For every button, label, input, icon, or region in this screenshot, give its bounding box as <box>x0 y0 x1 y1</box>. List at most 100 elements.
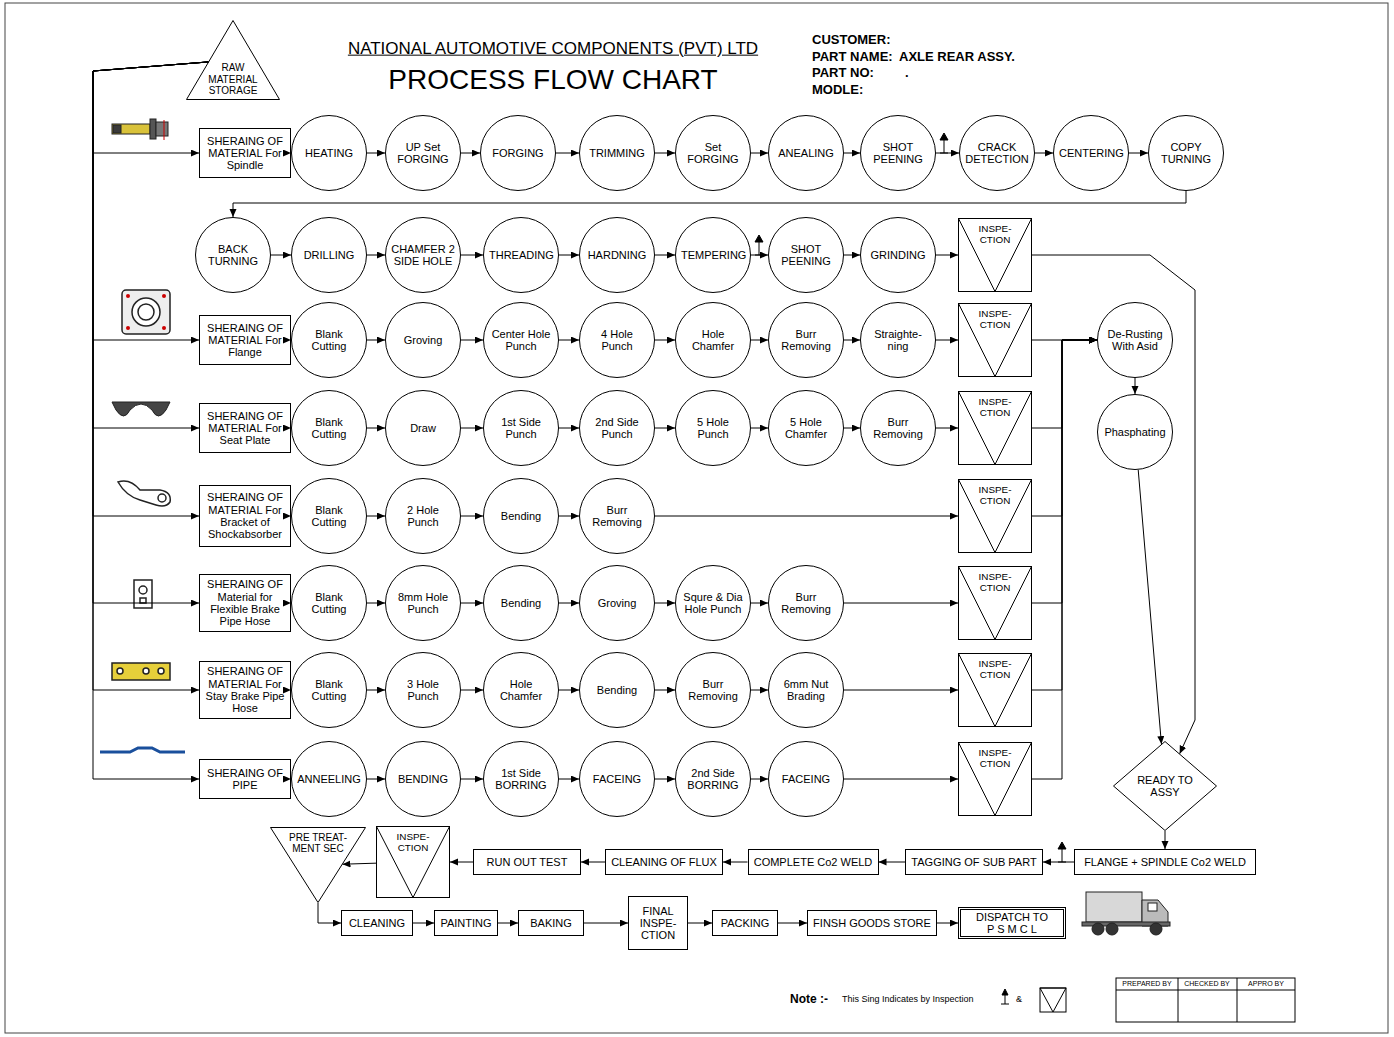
node-text: Blank Cutting <box>297 504 361 529</box>
node-text: FLANGE + SPINDLE Co2 WELD <box>1084 856 1246 868</box>
node-text: 3 Hole Punch <box>391 678 455 703</box>
operation-circle: FACEING <box>768 741 844 817</box>
outline-shape <box>959 219 1032 292</box>
node-text: 1st Side BORRING <box>489 767 553 792</box>
storage-triangle: RAW MATERIAL STORAGE <box>186 20 280 100</box>
outline-shape <box>474 850 581 875</box>
operation-circle: Burr Removing <box>579 478 655 554</box>
operation-circle: Hole Chamfer <box>483 652 559 728</box>
note-symbols <box>1001 988 1066 1012</box>
text-wrap: BAKING <box>530 917 572 929</box>
node-text: De-Rusting With Asid <box>1103 328 1167 353</box>
node-text: SHERAING OF PIPE <box>205 767 285 792</box>
outline-shape <box>1098 303 1173 378</box>
text-wrap: READY TO ASSY <box>1137 774 1193 799</box>
flow-arrow <box>1032 340 1097 779</box>
node-text: 6mm Nut Brading <box>774 678 838 703</box>
decision-diamond: READY TO ASSY <box>1113 741 1217 831</box>
operation-circle: 1st Side BORRING <box>483 741 559 817</box>
outline-shape <box>861 303 936 378</box>
header-label: This Sing Indicates by Inspection <box>842 995 974 1005</box>
flow-arrow <box>936 340 958 341</box>
text-wrap: Bending <box>501 597 541 609</box>
text-wrap: INSPE- CTION <box>963 484 1027 506</box>
flow-arrow <box>559 516 579 517</box>
outline-shape <box>200 662 291 719</box>
node-text: 8mm Hole Punch <box>391 591 455 616</box>
text-wrap: PACKING <box>721 917 770 929</box>
outline-shape <box>292 218 367 293</box>
outline-shape <box>1149 116 1224 191</box>
outline-shape <box>386 116 461 191</box>
flow-arrow <box>937 923 958 924</box>
outline-shape <box>200 575 291 632</box>
outline-shape <box>200 316 291 365</box>
outline-shape <box>271 828 366 903</box>
text-wrap: 5 Hole Punch <box>681 416 745 441</box>
text-wrap: 5 Hole Chamfer <box>774 416 838 441</box>
outline-shape <box>377 827 450 898</box>
node-text: FINSH GOODS STORE <box>813 917 931 929</box>
inspection-box: INSPE- CTION <box>376 826 450 898</box>
text-wrap: CENTERING <box>1059 147 1123 159</box>
operation-circle: 8mm Hole Punch <box>385 565 461 641</box>
outline-shape <box>386 303 461 378</box>
flow-arrow <box>723 862 748 863</box>
node-text: Bending <box>501 597 541 609</box>
outline-shape <box>292 566 367 641</box>
inspection-box: INSPE- CTION <box>958 218 1032 292</box>
node-text: Burr Removing <box>681 678 745 703</box>
outline-shape <box>580 653 655 728</box>
outline-shape <box>676 391 751 466</box>
flow-arrow <box>844 153 860 154</box>
text-wrap: INSPE- CTION <box>963 571 1027 593</box>
node-text: CLEANING <box>349 917 405 929</box>
text-wrap: SHOT PEENING <box>866 141 930 166</box>
node-text: INSPE- CTION <box>963 747 1027 769</box>
outline-shape <box>200 486 291 547</box>
node-text: Blank Cutting <box>297 678 361 703</box>
operation-circle: Phasphating <box>1097 394 1173 470</box>
outline-shape <box>959 392 1032 465</box>
outline-shape <box>200 760 291 799</box>
outline-shape <box>769 218 844 293</box>
text-wrap: Phasphating <box>1104 426 1165 438</box>
node-text: 4 Hole Punch <box>585 328 649 353</box>
outline-shape <box>580 479 655 554</box>
pipe-icon <box>100 748 185 752</box>
flow-arrow <box>655 428 675 429</box>
text-wrap: FINSH GOODS STORE <box>813 917 931 929</box>
outline-shape <box>769 566 844 641</box>
header-label: Note :- <box>790 993 828 1006</box>
outline-shape <box>959 567 1032 640</box>
text-wrap: PAINTING <box>440 917 491 929</box>
inspection-mark <box>755 133 1066 862</box>
header-label: MODLE: <box>812 83 863 97</box>
operation-circle: Burr Removing <box>768 565 844 641</box>
node-text: Phasphating <box>1104 426 1165 438</box>
operation-circle: Burr Removing <box>768 302 844 378</box>
flow-arrow <box>93 62 208 690</box>
operation-circle: 2nd Side BORRING <box>675 741 751 817</box>
process-box: PAINTING <box>434 910 498 936</box>
text-wrap: Center Hole Punch <box>489 328 553 353</box>
text-wrap: TAGGING OF SUB PART <box>911 856 1036 868</box>
operation-circle: UP Set FORGING <box>385 115 461 191</box>
text-wrap: INSPE- CTION <box>381 831 445 853</box>
node-text: Groving <box>598 597 637 609</box>
flow-arrow <box>498 923 518 924</box>
outline-shape <box>481 116 556 191</box>
outline-shape <box>386 479 461 554</box>
node-text: UP Set FORGING <box>391 141 455 166</box>
signature-table <box>1116 978 1295 1022</box>
node-text: Blank Cutting <box>297 328 361 353</box>
outline-shape <box>484 303 559 378</box>
outline-shape <box>676 218 751 293</box>
operation-circle: Burr Removing <box>860 390 936 466</box>
outline-shape <box>959 480 1032 553</box>
text-wrap: Blank Cutting <box>297 591 361 616</box>
text-wrap: TEMPERING <box>681 249 745 261</box>
outline-shape <box>187 21 280 100</box>
node-text: HARDNING <box>588 249 647 261</box>
text-wrap: Blank Cutting <box>297 416 361 441</box>
